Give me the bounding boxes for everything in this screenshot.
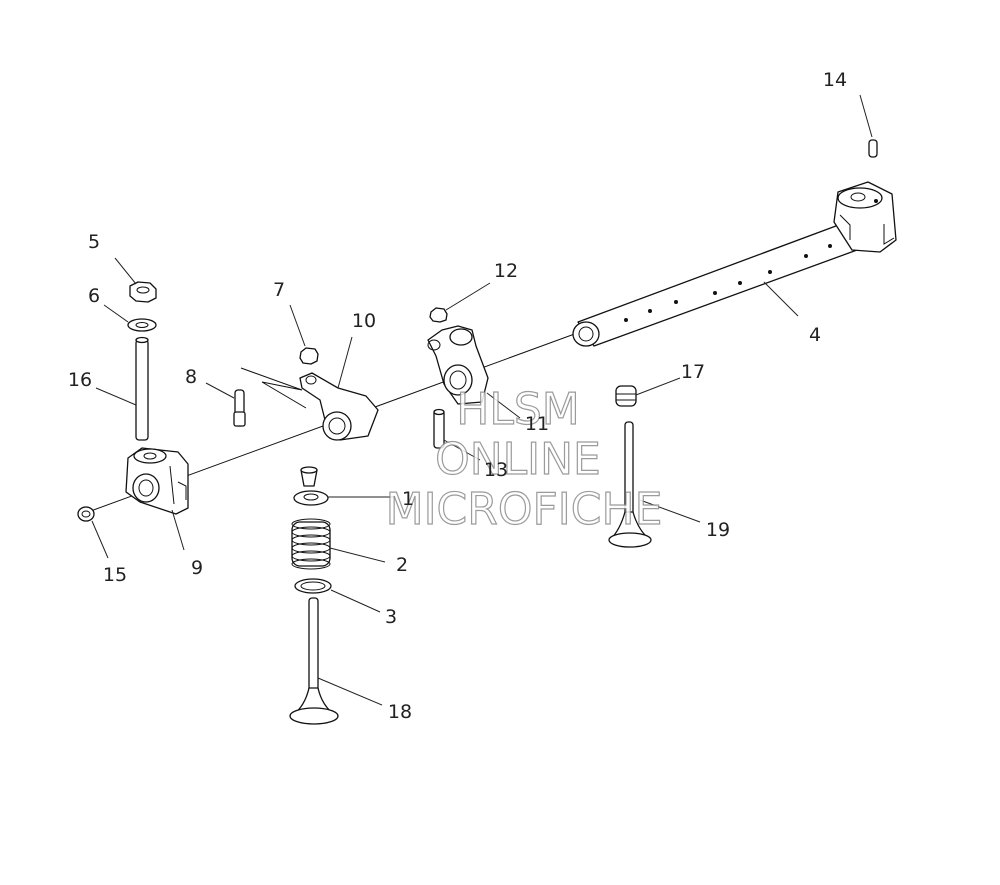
valve-seal[interactable] [615, 385, 637, 407]
nut[interactable] [129, 281, 157, 303]
watermark-line1: HLSM [456, 384, 580, 435]
adjuster-screw[interactable] [233, 389, 246, 427]
callout-16: 16 [68, 369, 92, 391]
valve-spring[interactable] [291, 518, 331, 570]
callout-15: 15 [103, 564, 127, 586]
watermark-line2: ONLINE [435, 434, 601, 485]
callout-11: 11 [525, 413, 549, 435]
callout-6: 6 [88, 285, 100, 307]
adjuster-nut-exhaust[interactable] [429, 307, 448, 323]
rocker-arm-exhaust[interactable] [427, 325, 489, 405]
watermark: HLSM ONLINE MICROFICHE [385, 383, 663, 535]
callout-19: 19 [706, 519, 730, 541]
callout-4: 4 [809, 324, 821, 346]
valve-spring-retainer[interactable] [293, 490, 329, 506]
rocker-arm-intake[interactable] [299, 372, 379, 441]
adjuster-screw-exhaust[interactable] [433, 408, 445, 449]
dowel-pin[interactable] [868, 139, 878, 158]
callout-9: 9 [191, 557, 203, 579]
callout-17: 17 [681, 361, 705, 383]
assembly-leader [240, 367, 307, 409]
callout-12: 12 [494, 260, 518, 282]
callout-1: 1 [402, 488, 414, 510]
callout-14: 14 [823, 69, 847, 91]
rocker-shaft[interactable] [572, 219, 869, 347]
spring-seat-washer[interactable] [294, 578, 332, 594]
watermark-line3: MICROFICHE [386, 484, 663, 535]
stud[interactable] [135, 336, 149, 441]
rocker-support-left[interactable] [125, 447, 189, 515]
callout-2: 2 [396, 554, 408, 576]
end-support-right[interactable] [833, 181, 897, 253]
callout-18: 18 [388, 701, 412, 723]
callout-8: 8 [185, 366, 197, 388]
intake-valve[interactable] [289, 597, 339, 725]
shaft-plug[interactable] [77, 506, 95, 522]
washer[interactable] [127, 318, 157, 332]
adjuster-nut[interactable] [299, 347, 319, 365]
callout-7: 7 [273, 279, 285, 301]
callout-10: 10 [352, 310, 376, 332]
callout-5: 5 [88, 231, 100, 253]
leader-lines [91, 94, 873, 706]
valve-keeper[interactable] [300, 466, 318, 487]
callout-labels: 14 5 6 16 7 8 10 12 4 17 11 13 1 19 2 3 … [68, 69, 847, 723]
callout-13: 13 [484, 459, 508, 481]
callout-3: 3 [385, 606, 397, 628]
exhaust-valve[interactable] [608, 421, 652, 548]
